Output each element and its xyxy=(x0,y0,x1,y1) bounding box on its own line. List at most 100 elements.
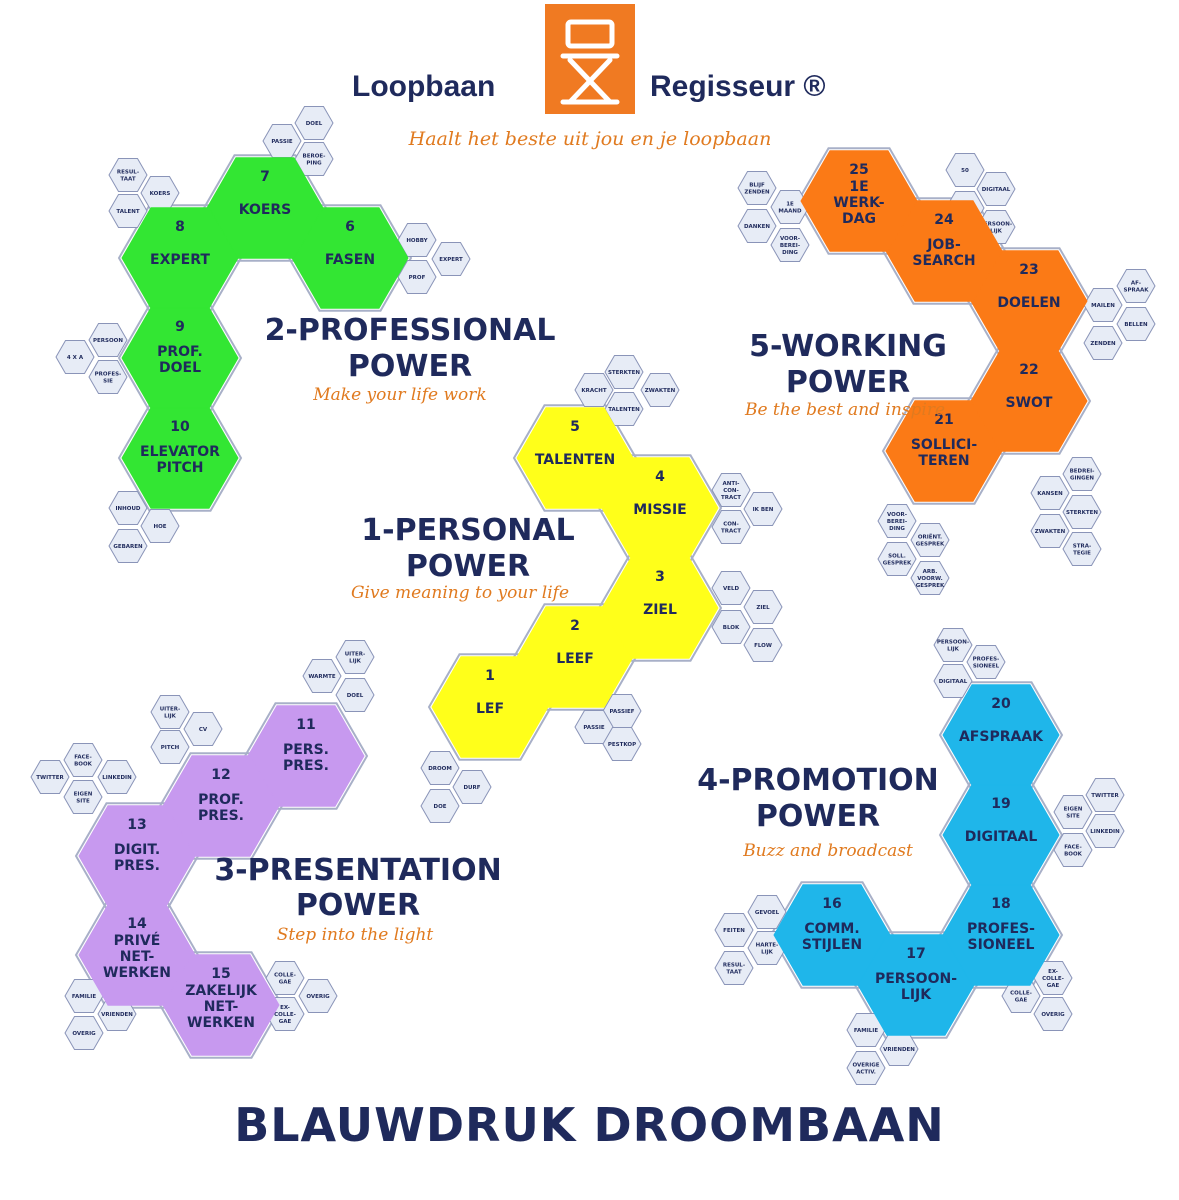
mini-hex xyxy=(877,504,917,538)
mini-hex-label: 1E xyxy=(786,202,794,208)
mini-hex-label: RESUL- xyxy=(723,963,745,969)
mini-hex xyxy=(294,106,334,140)
mini-hex-label: CON- xyxy=(723,522,739,528)
hex-label: AFSPRAAK xyxy=(959,729,1044,745)
mini-hex xyxy=(711,571,751,605)
mini-hex-label: UITER- xyxy=(345,652,366,658)
mini-hex xyxy=(743,628,783,662)
mini-hex xyxy=(846,1051,886,1085)
hex-label: ZAKELIJK xyxy=(185,983,258,999)
mini-hex xyxy=(298,979,338,1013)
hex-label: PRIVÉ xyxy=(114,932,161,949)
mini-hex xyxy=(88,360,128,394)
mini-hex xyxy=(604,355,644,389)
mini-hex-label: IK BEN xyxy=(753,507,774,513)
mini-hex-label: ORIËNT. xyxy=(918,534,942,541)
mini-hex-label: DURF xyxy=(463,785,480,791)
mini-hex xyxy=(140,509,180,543)
mini-hex-label: COLLE- xyxy=(274,973,296,979)
hex-number: 18 xyxy=(991,896,1010,912)
mini-hex-label: TWITTER xyxy=(36,775,64,781)
mini-hex-label: TALENTEN xyxy=(608,407,640,413)
mini-hex-label: TEGIE xyxy=(1073,551,1091,557)
mini-hex-label: COLLE- xyxy=(274,1012,296,1018)
mini-hex xyxy=(1053,795,1093,829)
mini-hex-label: SITE xyxy=(76,799,90,805)
mini-hex-label: ACTIV. xyxy=(856,1070,876,1076)
hex-label: PERS. xyxy=(283,742,329,758)
footer-title: BLAUWDRUK DROOMBAAN xyxy=(234,1098,945,1152)
mini-hex-label: DOEL xyxy=(347,693,364,699)
mini-hex-label: DANKEN xyxy=(744,224,770,230)
group-subtitle: Step into the light xyxy=(277,925,434,945)
hex-label: PROF. xyxy=(198,792,244,808)
hex-number: 10 xyxy=(170,419,190,435)
mini-hex-label: STERKTEN xyxy=(1066,510,1098,516)
group-subtitle: Be the best and inspire xyxy=(744,400,945,420)
mini-hex xyxy=(602,727,642,761)
hex-label: DIGIT. xyxy=(114,842,160,858)
mini-hex-cluster-m22: BEDREI-GINGENKANSENSTERKTENZWAKTENSTRA-T… xyxy=(1030,457,1102,566)
mini-hex-label: FLOW xyxy=(754,643,772,649)
mini-hex xyxy=(1062,532,1102,566)
mini-hex-label: TRACT xyxy=(721,495,741,501)
mini-hex-label: COLLE- xyxy=(1010,991,1032,997)
hex-label: NET- xyxy=(204,999,239,1015)
hex-label: EXPERT xyxy=(150,252,210,268)
mini-hex-label: BELLEN xyxy=(1124,322,1148,328)
group-title: 3-PRESENTATION xyxy=(214,853,501,888)
group-title: 2-PROFESSIONAL xyxy=(265,313,556,348)
mini-hex-label: CON- xyxy=(723,488,739,494)
mini-hex-label: SPRAAK xyxy=(1123,288,1149,294)
hex-label: FASEN xyxy=(325,252,375,268)
hex-label: PRES. xyxy=(198,808,244,824)
mini-hex xyxy=(335,678,375,712)
mini-hex-label: GINGEN xyxy=(1070,476,1094,482)
mini-hex xyxy=(30,760,70,794)
hex-number: 14 xyxy=(127,916,147,932)
group-title: 4-PROMOTION xyxy=(697,763,939,798)
mini-hex-label: LIJK xyxy=(349,659,362,665)
mini-hex-label: KRACHT xyxy=(581,388,606,394)
hex-shape xyxy=(800,150,918,252)
mini-hex-label: OVERIG xyxy=(1041,1012,1065,1018)
chair-logo-svg xyxy=(560,19,620,105)
mini-hex-label: OVERIG xyxy=(306,994,330,1000)
mini-hex-label: DING xyxy=(782,250,798,256)
hex-number: 16 xyxy=(822,896,841,912)
mini-hex-label: FEITEN xyxy=(723,928,745,934)
mini-hex xyxy=(714,913,754,947)
mini-hex xyxy=(910,523,950,557)
mini-hex xyxy=(743,590,783,624)
hex-label: ZIEL xyxy=(643,602,677,618)
mini-hex-label: VRIENDEN xyxy=(883,1047,915,1053)
mini-hex-label: GAE xyxy=(1015,998,1028,1004)
mini-hex-label: GESPREK xyxy=(883,561,912,567)
mini-hex-label: SIONEEL xyxy=(973,664,1000,670)
mini-hex-label: LINKEDIN xyxy=(1090,829,1120,835)
mini-hex xyxy=(420,789,460,823)
hex-number: 8 xyxy=(175,219,185,235)
mini-hex xyxy=(150,730,190,764)
hex-group-working: 21SOLLICI-TEREN22SWOT23DOELEN24JOB-SEARC… xyxy=(800,150,1088,502)
mini-hex-label: BEREI- xyxy=(887,519,907,525)
hex-label: PROF. xyxy=(157,344,203,360)
hex-label: DOELEN xyxy=(997,295,1060,311)
mini-hex-label: VELD xyxy=(723,586,740,592)
hex-label: SEARCH xyxy=(912,253,975,269)
mini-hex xyxy=(55,340,95,374)
mini-hex-label: RESUL- xyxy=(117,170,139,176)
hex-shape xyxy=(121,407,239,509)
mini-hex-label: STRA- xyxy=(1073,544,1092,550)
